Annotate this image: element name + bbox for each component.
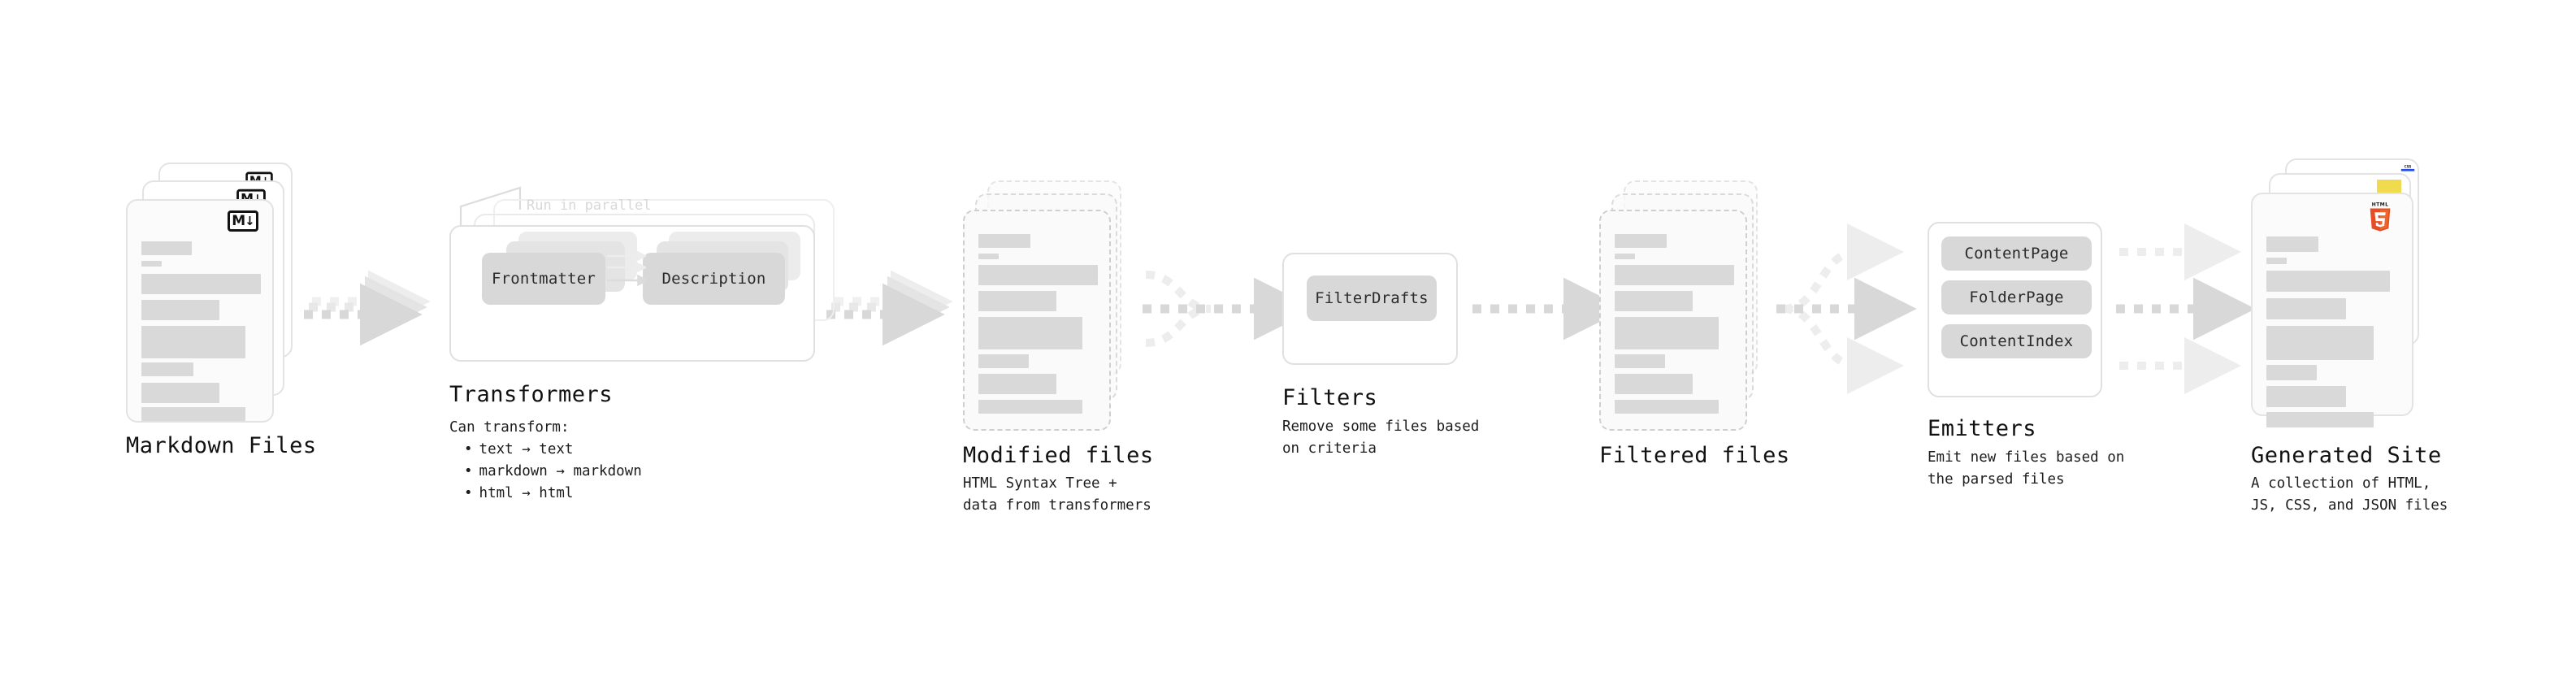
doc-line: [1615, 291, 1693, 311]
doc-line: [141, 362, 193, 376]
stage-title-transformers: Transformers: [449, 382, 614, 407]
list-item: markdown → markdown: [464, 461, 642, 483]
stage-subtitle-modified-files: HTML Syntax Tree + data from transformer…: [963, 475, 1151, 514]
doc-line: [1615, 265, 1734, 285]
svg-text:CSS: CSS: [2405, 165, 2412, 169]
transformers-bullets: Can transform: text → text markdown → ma…: [449, 417, 642, 505]
filter-pill-filterdrafts[interactable]: FilterDrafts: [1307, 275, 1437, 321]
modified-card-front: [963, 210, 1111, 431]
arrow-emitters-to-site: [2116, 223, 2256, 394]
arrow-markdown-to-transformers: [304, 270, 431, 346]
transformer-pill-frontmatter[interactable]: Frontmatter: [482, 253, 605, 305]
emitter-pill-contentindex[interactable]: ContentIndex: [1941, 324, 2092, 358]
stage-subtitle-filters: Remove some files based on criteria: [1282, 419, 1480, 458]
doc-line: [141, 241, 192, 255]
generated-site-stack: CSS HTML: [2251, 158, 2438, 427]
filtered-files-stack: [1599, 180, 1774, 432]
doc-line: [2266, 412, 2374, 427]
doc-line: [978, 291, 1056, 311]
stage-title-filtered-files: Filtered files: [1599, 443, 1790, 468]
markdown-badge-arrow: ↓: [245, 213, 255, 228]
js-icon: [2377, 180, 2401, 193]
markdown-badge-letter: M: [232, 212, 245, 229]
doc-line: [141, 274, 261, 294]
emitter-pill-folderpage[interactable]: FolderPage: [1941, 280, 2092, 314]
run-in-parallel-label: Run in parallel: [527, 197, 652, 214]
modified-files-stack: [963, 180, 1138, 432]
doc-line: [1615, 234, 1667, 248]
markdown-files-stack: M↓ M↓ M↓: [126, 163, 301, 423]
stage-title-markdown-files: Markdown Files: [126, 433, 317, 458]
list-item: text → text: [464, 439, 642, 461]
doc-line: [978, 265, 1098, 285]
transformers-bullets-lead: Can transform:: [449, 419, 570, 436]
transformer-pill-description[interactable]: Description: [643, 253, 785, 305]
doc-line: [1615, 254, 1635, 259]
stage-title-generated-site: Generated Site: [2251, 443, 2442, 468]
stage-subtitle-emitters: Emit new files based on the parsed files: [1928, 449, 2125, 488]
doc-line: [1615, 374, 1693, 394]
generated-card-front-html: HTML: [2251, 193, 2413, 427]
doc-line: [2266, 258, 2287, 264]
doc-line: [141, 261, 162, 267]
doc-line: [1615, 317, 1719, 349]
doc-line: [141, 383, 219, 403]
stage-title-emitters: Emitters: [1928, 416, 2037, 441]
doc-line: [978, 254, 999, 259]
doc-line: [2266, 386, 2346, 407]
stage-title-modified-files: Modified files: [963, 443, 1154, 468]
html5-icon: HTML: [2370, 202, 2391, 232]
doc-line: [1615, 400, 1719, 414]
doc-line: [2266, 271, 2390, 292]
doc-line: [978, 400, 1082, 414]
emitters-box: ContentPage FolderPage ContentIndex: [1928, 222, 2102, 397]
css-icon: CSS: [2400, 165, 2415, 171]
markdown-badge-arrow-back1: ↓: [253, 193, 262, 205]
doc-line: [141, 300, 219, 320]
transformers-bullet-list: text → text markdown → markdown html → h…: [449, 439, 642, 505]
stage-title-filters: Filters: [1282, 385, 1378, 410]
markdown-card-front: M↓: [126, 199, 274, 423]
transformers-group: Frontmatter Description: [449, 199, 839, 362]
stage-subtitle-generated-site: A collection of HTML, JS, CSS, and JSON …: [2251, 475, 2448, 514]
doc-line: [2266, 326, 2374, 360]
doc-line: [1615, 354, 1665, 368]
arrow-filtered-to-emitters: [1776, 223, 1917, 394]
doc-line: [978, 317, 1082, 349]
doc-line: [2266, 298, 2346, 319]
doc-line: [978, 374, 1056, 394]
arrow-modified-to-filters: [1143, 271, 1316, 347]
transformer-inner-arrows: [607, 249, 646, 287]
filters-box: FilterDrafts: [1282, 253, 1458, 365]
doc-line: [141, 326, 245, 358]
doc-line: [2266, 236, 2318, 252]
markdown-icon: M↓: [228, 210, 258, 232]
list-item: html → html: [464, 483, 642, 505]
emitter-pill-contentpage[interactable]: ContentPage: [1941, 236, 2092, 271]
filtered-card-front: [1599, 210, 1747, 431]
svg-text:HTML: HTML: [2372, 202, 2389, 208]
doc-line: [141, 407, 245, 421]
doc-line: [978, 234, 1030, 248]
doc-line: [978, 354, 1029, 368]
doc-line: [2266, 365, 2317, 380]
